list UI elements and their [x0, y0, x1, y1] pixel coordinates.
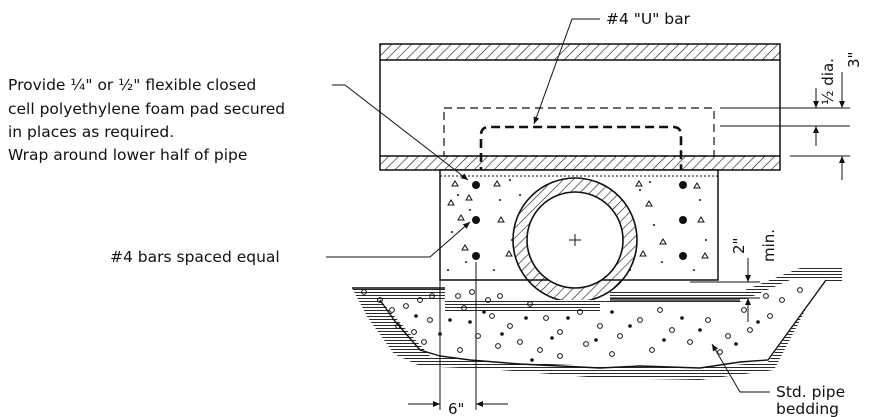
bedding-label-2: bedding: [776, 400, 839, 417]
foam-pad-line-3: in places as required.: [8, 123, 174, 141]
dashed-outline: [443, 107, 715, 157]
three-inch-dimension: 3": [845, 52, 863, 68]
bedding-label-1: Std. pipe: [776, 383, 845, 401]
u-bar-label: #4 "U" bar: [606, 10, 691, 28]
rebar-dots: [472, 181, 687, 260]
two-inch-dimension: 2": [730, 238, 748, 254]
top-slab: [379, 43, 781, 171]
half-dia-dimension: ½ dia.: [819, 58, 837, 105]
pipe: [512, 177, 638, 303]
six-inch-dimension: 6": [448, 400, 464, 417]
foam-pad-line-1: Provide ¼" or ½" flexible closed: [8, 76, 256, 94]
u-bar: [479, 125, 683, 260]
min-label: min.: [760, 229, 778, 262]
foam-pad-line-4: Wrap around lower half of pipe: [8, 146, 247, 164]
bars-spaced-label: #4 bars spaced equal: [110, 248, 280, 266]
dimension-lines: [408, 72, 850, 410]
leader-lines: [326, 18, 770, 393]
foam-pad-line-2: cell polyethylene foam pad secured: [8, 100, 285, 118]
